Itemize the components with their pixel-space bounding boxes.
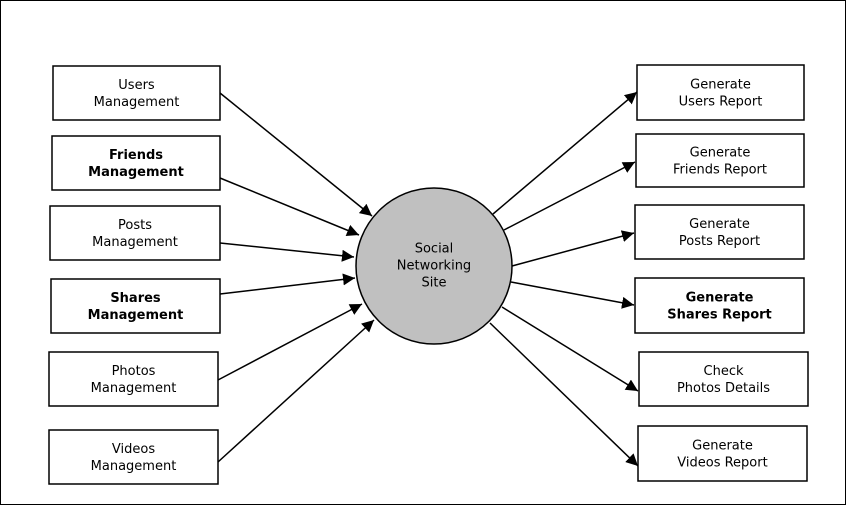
output-box-label-line: Shares Report (667, 308, 772, 323)
input-box-label-line: Posts (118, 218, 152, 233)
output-box-label-line: Generate (686, 291, 754, 306)
nodes-layer: SocialNetworkingSiteUsersManagementFrien… (48, 64, 809, 485)
output-box-label-line: Generate (690, 78, 751, 93)
input-box-label-line: Friends (109, 148, 163, 163)
output-box-label-line: Generate (690, 146, 751, 161)
input-box-label-line: Management (88, 308, 184, 323)
input-box-label-line: Shares (110, 291, 161, 306)
output-arrow-6 (489, 322, 639, 467)
output-arrow-4 (510, 281, 635, 309)
input-box (51, 135, 221, 191)
input-box-label-line: Management (88, 165, 184, 180)
output-box (635, 133, 805, 188)
input-box-label-line: Management (92, 235, 178, 250)
input-box-label-line: Management (94, 95, 180, 110)
input-arrow-6 (217, 319, 375, 463)
output-box (638, 351, 809, 407)
center-process-circle (355, 187, 513, 345)
input-box-label-line: Photos (112, 364, 156, 379)
output-arrow-1 (492, 91, 638, 215)
input-box-label-line: Videos (112, 442, 155, 457)
output-box-label-line: Generate (689, 217, 750, 232)
input-box-label-line: Management (91, 459, 177, 474)
input-box (50, 278, 221, 334)
output-box (634, 204, 805, 260)
output-box-label-line: Check (704, 364, 744, 379)
output-box (636, 64, 805, 121)
output-box (637, 425, 808, 482)
output-box-label-line: Videos Report (677, 456, 767, 471)
input-arrow-2 (219, 177, 360, 236)
input-arrow-3 (219, 242, 355, 262)
output-box-label-line: Photos Details (677, 381, 770, 396)
output-arrow-3 (511, 230, 635, 267)
edges-layer (217, 91, 639, 467)
input-arrow-1 (219, 92, 373, 217)
input-box (52, 65, 221, 121)
input-box-label-line: Users (118, 78, 155, 93)
input-box (48, 351, 219, 407)
input-box (48, 429, 219, 485)
output-arrow-5 (501, 306, 639, 392)
input-box-label-line: Management (91, 381, 177, 396)
center-process-label-line: Social (415, 242, 454, 257)
input-arrow-4 (219, 273, 356, 295)
output-box (634, 277, 805, 334)
center-process-label-line: Site (422, 276, 447, 291)
output-box-label-line: Generate (692, 439, 753, 454)
output-arrow-2 (503, 161, 636, 231)
output-box-label-line: Friends Report (673, 163, 767, 178)
output-box-label-line: Posts Report (679, 234, 760, 249)
output-box-label-line: Users Report (679, 95, 763, 110)
center-process-label-line: Networking (397, 259, 471, 274)
input-arrow-5 (217, 303, 363, 381)
input-box (49, 205, 221, 261)
